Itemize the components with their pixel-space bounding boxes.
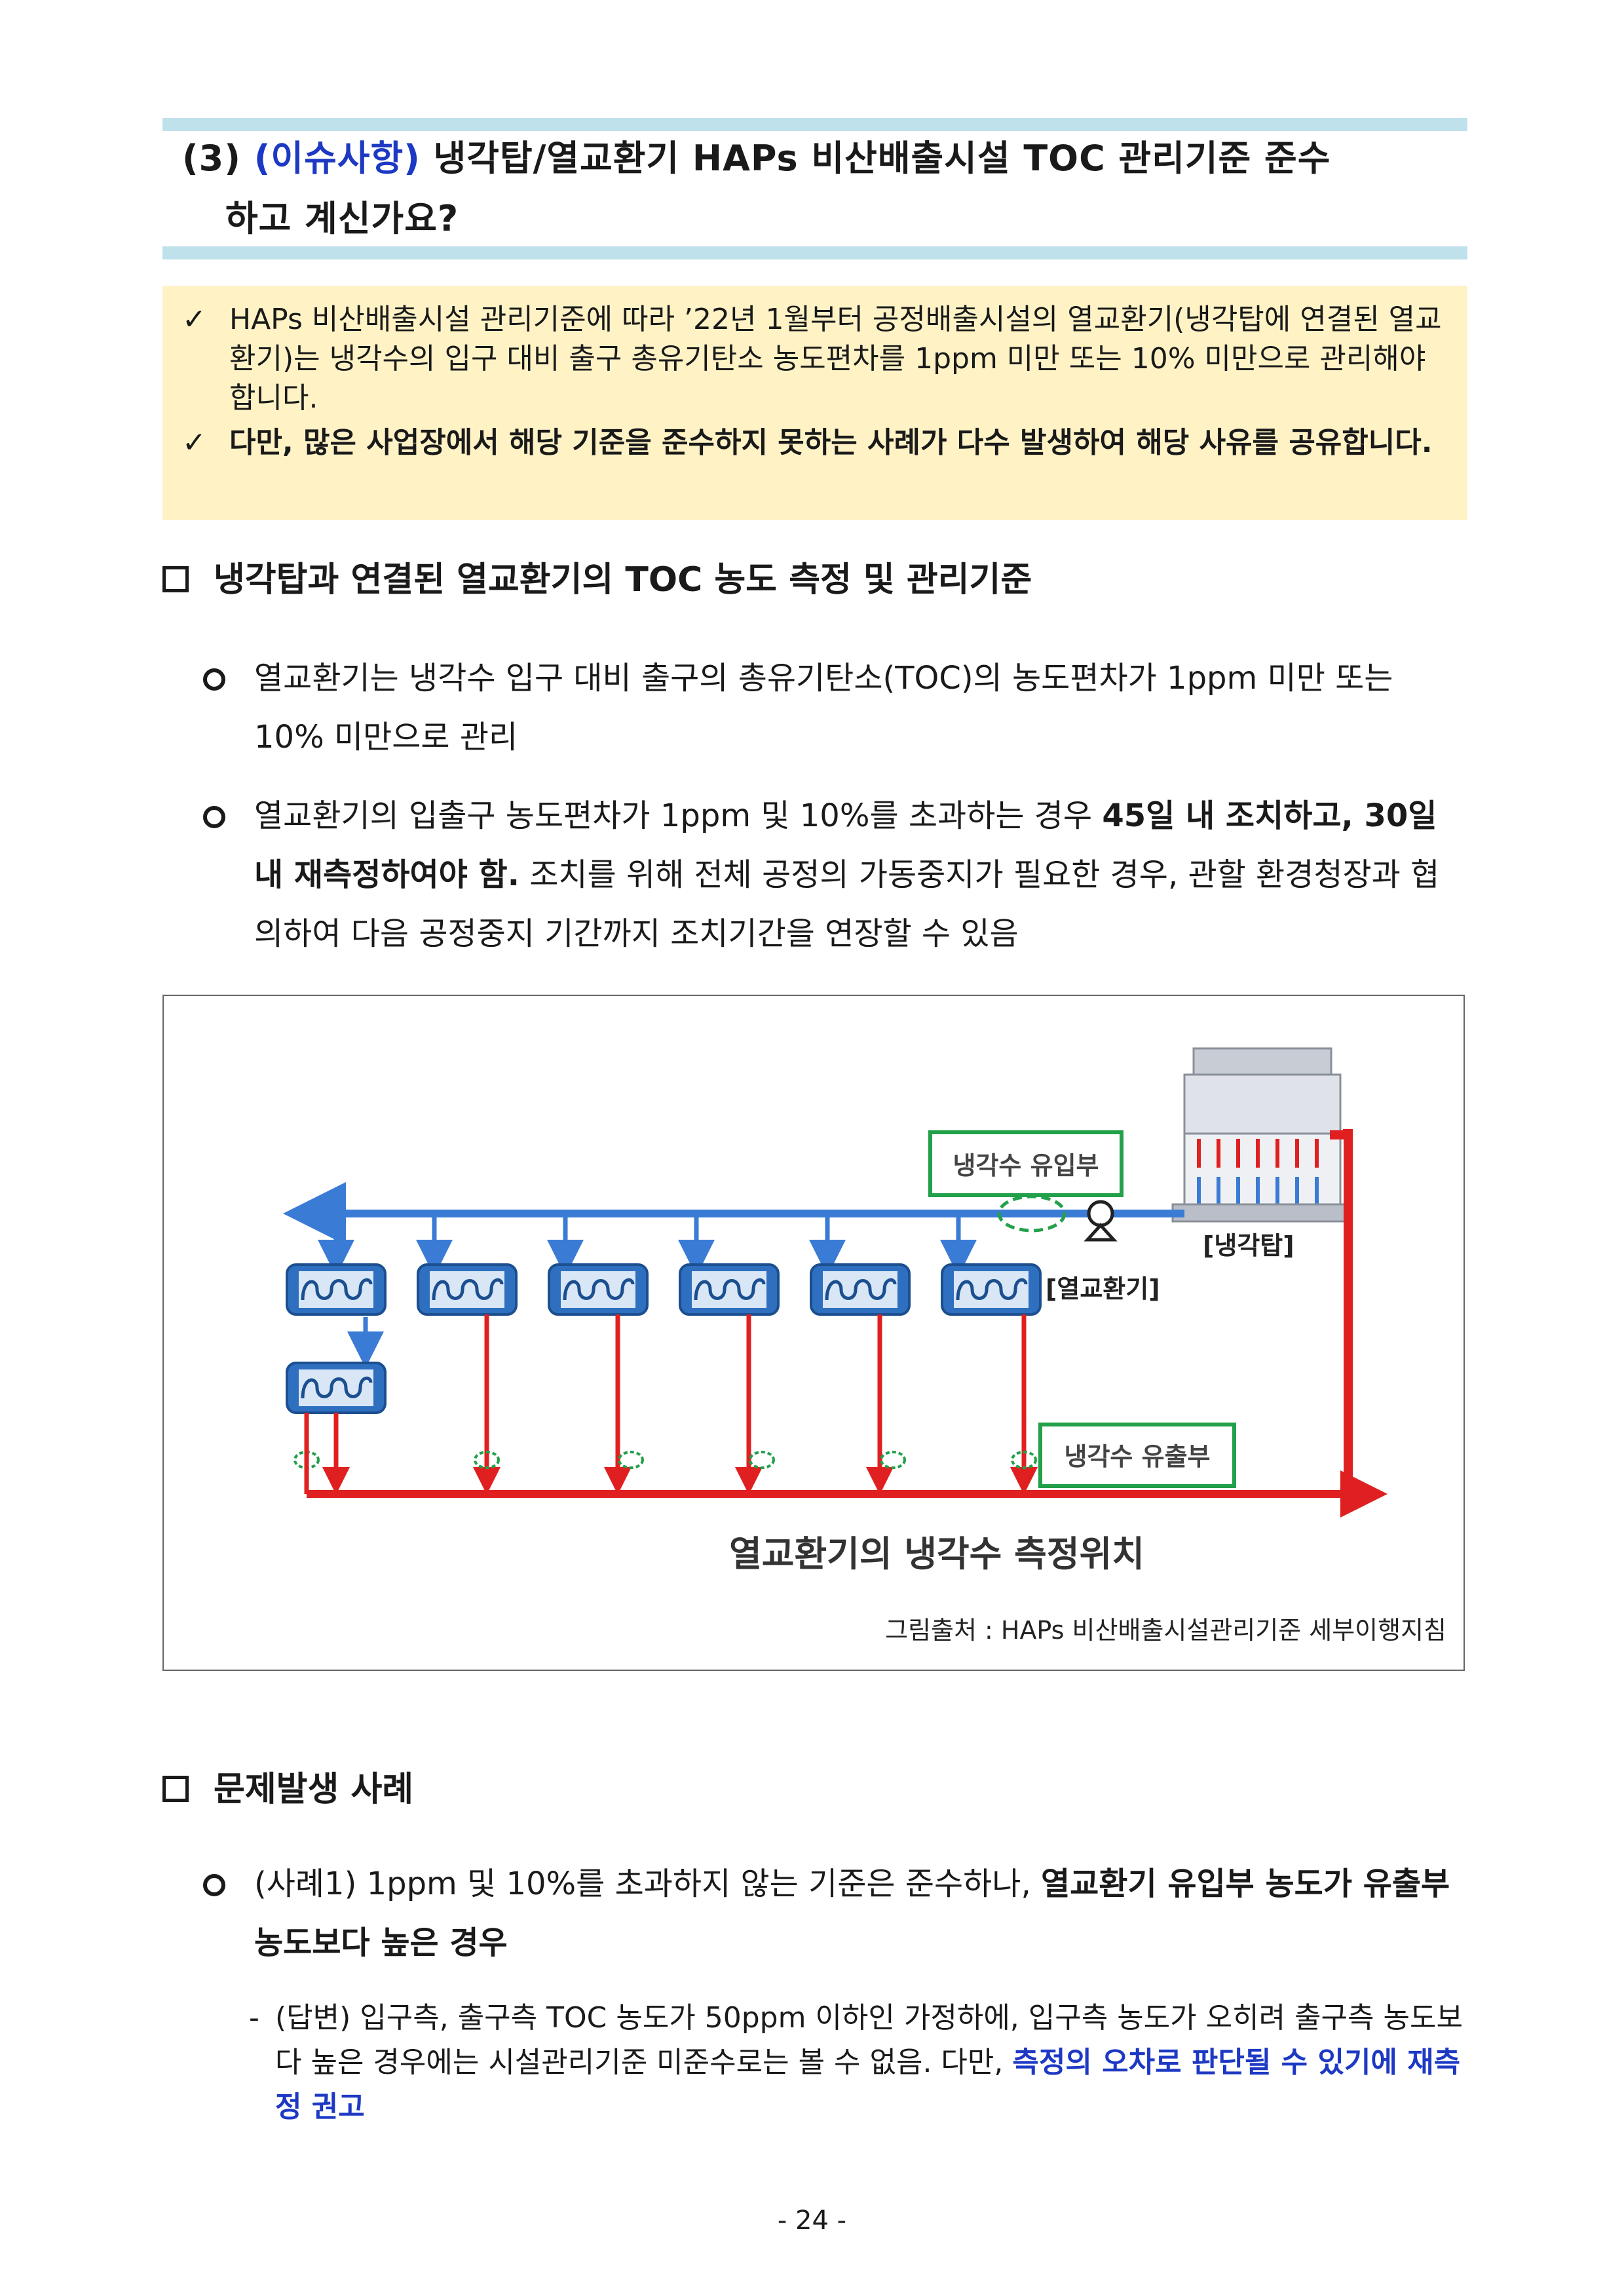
bullet-text: 열교환기의 입출구 농도편차가 1ppm 및 10%를 초과하는 경우 45일 …: [254, 797, 1440, 952]
answer-item: - (답변) 입구측, 출구측 TOC 농도가 50ppm 이하인 가정하에, …: [249, 1996, 1467, 2130]
cooling-tower-icon: [1171, 1047, 1352, 1223]
title-issue-tag: (이슈사항): [254, 138, 421, 179]
bullet-text: (사례1) 1ppm 및 10%를 초과하지 않는 기준은 준수하나, 열교환기…: [254, 1866, 1450, 1961]
circle-bullet-icon: [203, 806, 225, 828]
title-top-rule: [162, 118, 1467, 131]
bullet-text: 열교환기는 냉각수 입구 대비 출구의 총유기탄소(TOC)의 농도편차가 1p…: [254, 660, 1393, 756]
heat-exchanger-icons: [286, 1263, 1042, 1414]
bullet-item: 열교환기는 냉각수 입구 대비 출구의 총유기탄소(TOC)의 농도편차가 1p…: [203, 649, 1467, 767]
checkbox-square-icon: [162, 1776, 189, 1802]
checkbox-square-icon: [162, 566, 189, 592]
dash-bullet: -: [249, 2001, 259, 2035]
pump-icon: [1084, 1200, 1118, 1242]
figure-source: 그림출처 : HAPs 비산배출시설관리기준 세부이행지침: [885, 1616, 1446, 1645]
label-inlet: 냉각수 유입부: [953, 1151, 1099, 1180]
title-number: (3): [182, 138, 254, 179]
circle-bullet-icon: [203, 1874, 225, 1896]
label-heat-exchanger: [열교환기]: [1046, 1274, 1160, 1303]
check-icon: ✓: [182, 303, 206, 336]
section-heading-cases: 문제발생 사례: [162, 1767, 1466, 1812]
check-icon: ✓: [182, 426, 206, 459]
answer-text: (답변) 입구측, 출구측 TOC 농도가 50ppm 이하인 가정하에, 입구…: [275, 2001, 1463, 2124]
summary-box: ✓ HAPs 비산배출시설 관리기준에 따라 ’22년 1월부터 공정배출시설의…: [162, 286, 1467, 520]
label-outlet: 냉각수 유출부: [1065, 1442, 1211, 1471]
title-bottom-rule: [162, 246, 1467, 259]
summary-item: ✓ HAPs 비산배출시설 관리기준에 따라 ’22년 1월부터 공정배출시설의…: [182, 300, 1446, 418]
page-title: (3) (이슈사항) 냉각탑/열교환기 HAPs 비산배출시설 TOC 관리기준…: [182, 128, 1466, 249]
section-heading-text: 냉각탑과 연결된 열교환기의 TOC 농도 측정 및 관리기준: [214, 560, 1032, 600]
bullet-item: 열교환기의 입출구 농도편차가 1ppm 및 10%를 초과하는 경우 45일 …: [203, 786, 1467, 963]
section-heading-text: 문제발생 사례: [214, 1770, 414, 1809]
section-heading-toc-standard: 냉각탑과 연결된 열교환기의 TOC 농도 측정 및 관리기준: [162, 557, 1466, 603]
page-number: - 24 -: [777, 2206, 847, 2236]
title-line2: 하고 계신가요?: [225, 198, 459, 239]
circle-bullet-icon: [203, 668, 225, 691]
bullet-item: (사례1) 1ppm 및 10%를 초과하지 않는 기준은 준수하나, 열교환기…: [203, 1854, 1467, 1972]
summary-text: HAPs 비산배출시설 관리기준에 따라 ’22년 1월부터 공정배출시설의 열…: [229, 303, 1442, 415]
diagram-svg: 냉각수 유입부 [냉각탑] [열교환기] 냉각수 유출부 열교환기의 냉각수 측…: [283, 1047, 1388, 1575]
summary-text: 다만, 많은 사업장에서 해당 기준을 준수하지 못하는 사례가 다수 발생하여…: [229, 426, 1433, 459]
summary-item: ✓ 다만, 많은 사업장에서 해당 기준을 준수하지 못하는 사례가 다수 발생…: [182, 423, 1446, 463]
sample-point-markers: [293, 1451, 1037, 1469]
title-main: 냉각탑/열교환기 HAPs 비산배출시설 TOC 관리기준 준수: [420, 138, 1331, 179]
cooling-water-diagram: 냉각수 유입부 [냉각탑] [열교환기] 냉각수 유출부 열교환기의 냉각수 측…: [162, 995, 1465, 1671]
label-cooling-tower: [냉각탑]: [1203, 1231, 1294, 1260]
figure-caption: 열교환기의 냉각수 측정위치: [729, 1533, 1144, 1575]
